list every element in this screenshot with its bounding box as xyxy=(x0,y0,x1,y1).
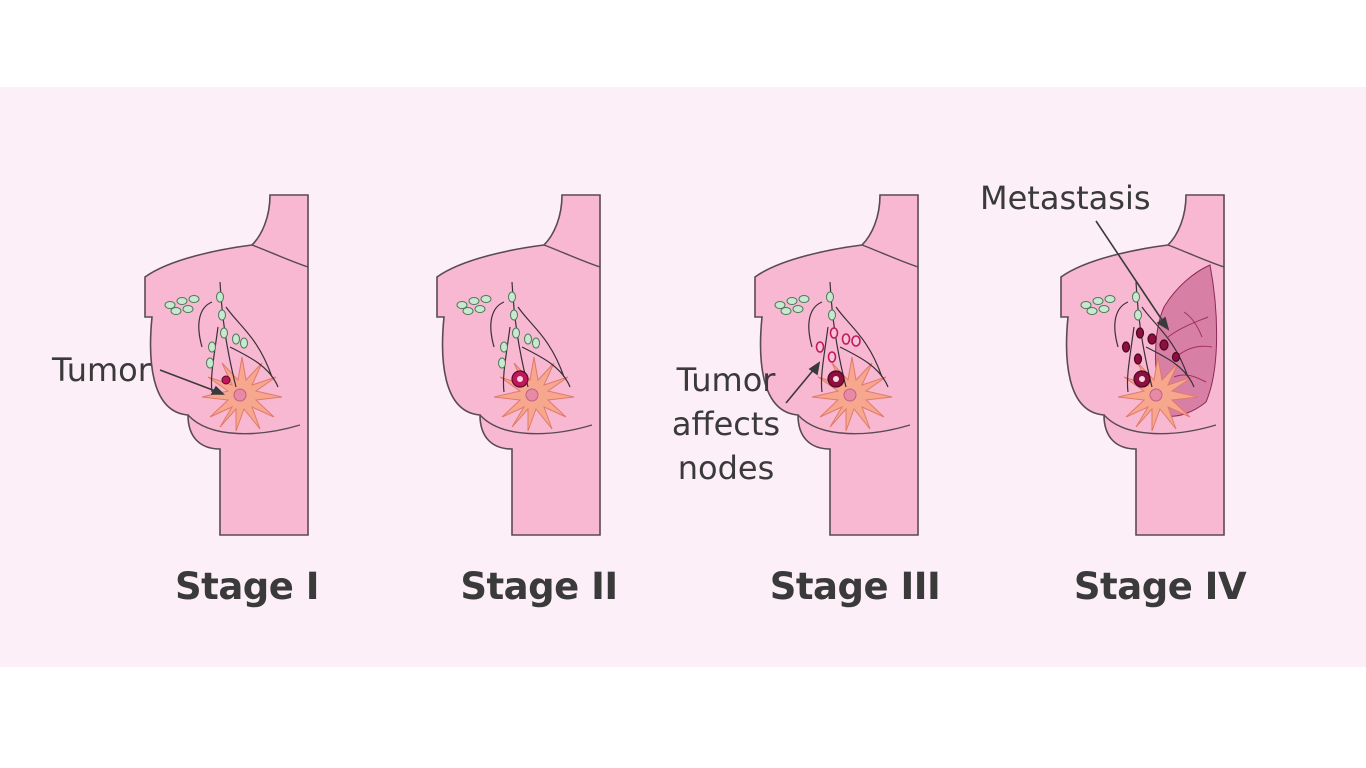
stage-2-figure xyxy=(436,194,601,536)
torso xyxy=(144,194,309,536)
tumor xyxy=(827,370,845,388)
torso xyxy=(754,194,919,536)
stage-1-figure xyxy=(144,194,309,536)
affected-lymph-nodes xyxy=(1121,327,1181,365)
stage-3-figure xyxy=(754,194,919,536)
torso xyxy=(436,194,601,536)
tumor-callout: Tumor xyxy=(52,351,151,389)
lymph-nodes xyxy=(164,291,248,369)
areola xyxy=(201,356,283,432)
diagram-panel: Tumor Tumor affects nodes Metastasis Sta… xyxy=(0,87,1366,667)
lymph-nodes xyxy=(774,291,836,321)
areola xyxy=(493,356,575,432)
stage-3-label: Stage III xyxy=(769,565,941,608)
stage-4-label: Stage IV xyxy=(1073,565,1247,608)
areola xyxy=(811,356,893,432)
nodes-callout-line-3: nodes xyxy=(677,449,775,487)
metastasis-callout: Metastasis xyxy=(980,179,1151,217)
areola xyxy=(1117,356,1199,432)
tumor xyxy=(1133,370,1151,388)
tumor xyxy=(221,375,231,385)
nodes-callout-line-2: affects xyxy=(671,405,781,443)
stage-1-label: Stage I xyxy=(174,565,320,608)
stage-4-figure xyxy=(1060,194,1225,536)
tumor xyxy=(511,370,529,388)
affected-lymph-nodes xyxy=(815,327,861,363)
nodes-callout: Tumor affects nodes xyxy=(668,358,784,490)
stage-2-label: Stage II xyxy=(460,565,618,608)
nodes-callout-line-1: Tumor xyxy=(676,361,776,399)
lymph-nodes xyxy=(456,291,540,369)
